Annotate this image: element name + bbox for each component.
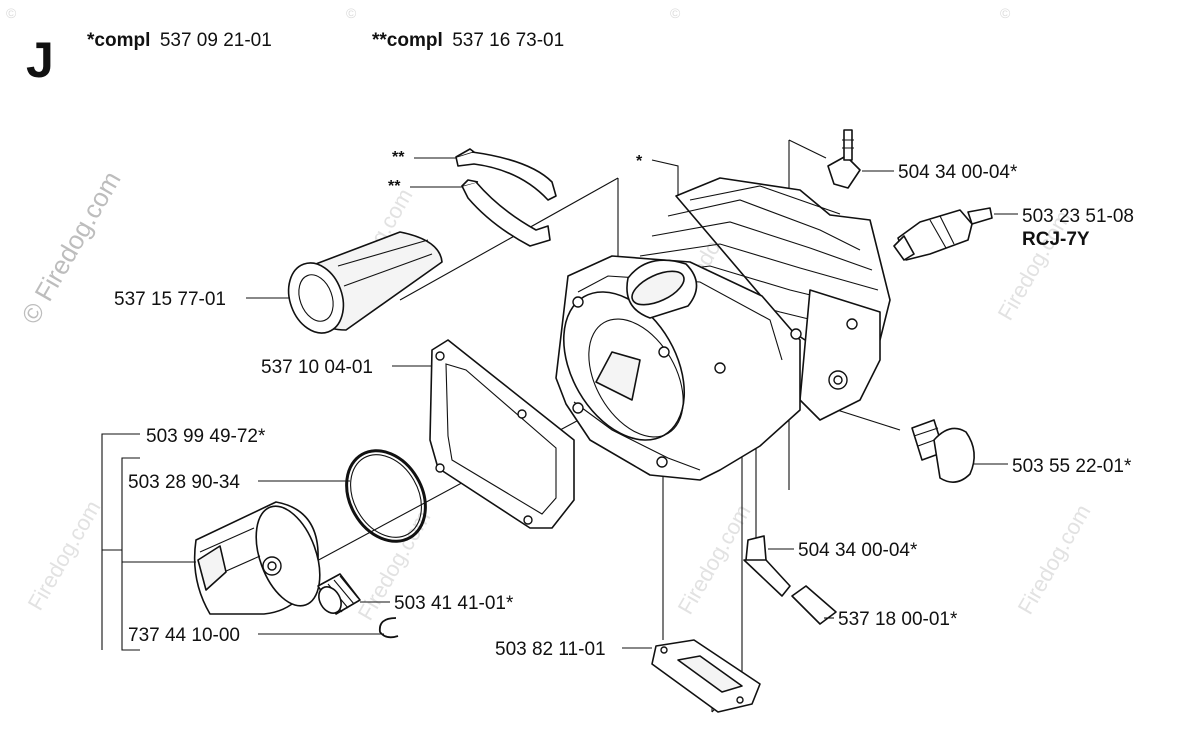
kit1-label: *compl 537 09 21-01 — [87, 30, 272, 51]
piston-pin-label: 737 44 10-00 — [128, 625, 240, 646]
nipple-top-label: 504 34 00-04* — [898, 162, 1018, 183]
watermark-copyright: © — [6, 5, 17, 21]
plug-cap-icon — [791, 585, 837, 625]
bearing-label: 503 41 41-01* — [394, 593, 514, 614]
watermark-layer: © Firedog.com Firedog.com Firedog.com Fi… — [6, 5, 1095, 625]
piston-kit-bracket — [101, 433, 196, 651]
spark-plug-label: 503 23 51-08 — [1022, 206, 1134, 227]
piston-pin-icon — [378, 617, 399, 639]
spark-plug-icon — [893, 207, 993, 261]
watermark-copyright: © — [670, 5, 681, 21]
watermark-copyright: © — [346, 5, 357, 21]
clamp-upper-marker: ** — [392, 149, 405, 166]
decomp-valve-icon — [911, 419, 975, 483]
decomp-valve-label: 503 55 22-01* — [1012, 456, 1132, 477]
clamp-icon — [455, 148, 557, 247]
intake-pipe-icon — [287, 231, 443, 334]
watermark-tile: Firedog.com — [1013, 500, 1096, 618]
cylinder-marker: * — [636, 153, 643, 170]
gasket-icon — [429, 339, 575, 529]
nipple-icon — [827, 129, 861, 189]
piston-icon — [193, 501, 321, 615]
intake-pipe-label: 537 15 77-01 — [114, 289, 226, 310]
spark-plug-type: RCJ-7Y — [1022, 229, 1090, 250]
kit2-label: **compl 537 16 73-01 — [372, 30, 564, 51]
kit1-number: 537 09 21-01 — [160, 30, 272, 51]
gasket-icon — [651, 639, 761, 713]
kit2-prefix: **compl — [372, 30, 443, 51]
watermark-tile: Firedog.com — [23, 496, 106, 614]
kit2-number: 537 16 73-01 — [452, 30, 564, 51]
cylinder-icon — [555, 177, 891, 481]
nipple-icon — [743, 535, 791, 597]
gasket-top-label: 537 10 04-01 — [261, 357, 373, 378]
piston-ring-icon — [345, 449, 427, 543]
base-gasket-label: 503 82 11-01 — [495, 639, 606, 660]
kit1-prefix: *compl — [87, 30, 150, 51]
watermark-copyright: © — [1000, 5, 1011, 21]
clamp-lower-marker: ** — [388, 178, 401, 195]
piston-ring-label: 503 28 90-34 — [128, 472, 240, 493]
watermark-main: © Firedog.com — [15, 166, 126, 329]
watermark-tile: Firedog.com — [673, 500, 756, 618]
nipple-bottom-label: 504 34 00-04* — [798, 540, 918, 561]
section-letter: J — [26, 32, 54, 88]
plug-cap-label: 537 18 00-01* — [838, 609, 958, 630]
bearing-icon — [317, 573, 361, 615]
piston-kit-label: 503 99 49-72* — [146, 426, 266, 447]
